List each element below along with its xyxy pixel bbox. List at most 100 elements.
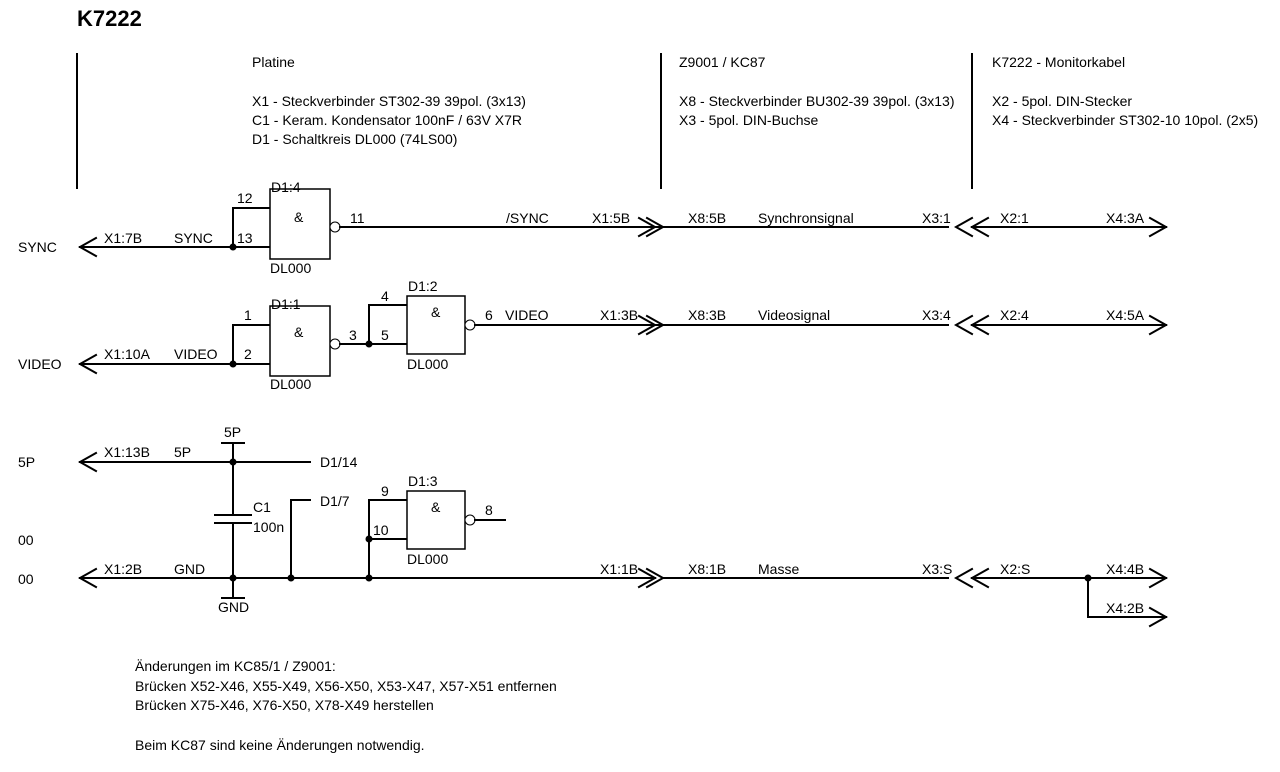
arrow-right-icon [1148,606,1169,628]
connector-pin: X8:3B [688,307,726,323]
connector-chevron-icon [645,216,666,238]
monitorkabel-heading: K7222 - Monitorkabel [992,54,1125,70]
note-line: Brücken X52-X46, X55-X49, X56-X50, X53-X… [135,678,557,694]
gate-type: DL000 [407,551,448,567]
left-label-sync: SYNC [18,239,57,255]
junction-dot [229,360,237,368]
connector-chevron-icon [645,314,666,336]
pin-number: 6 [485,307,493,323]
left-label-00: 00 [18,571,34,587]
gate-type: DL000 [407,356,448,372]
kc87-heading: Z9001 / KC87 [679,54,766,70]
connector-pin: X8:5B [688,210,726,226]
note-line: Änderungen im KC85/1 / Z9001: [135,658,336,674]
pin-number: 8 [485,502,493,518]
signal-name: SYNC [174,230,213,246]
connector-pin: X1:1B [600,561,638,577]
nand-gate-d1-3 [406,490,466,550]
note-line: Brücken X75-X46, X76-X50, X78-X49 herste… [135,697,434,713]
left-label-video: VIDEO [18,356,62,372]
junction-dot [365,535,373,543]
connector-chevron-icon [953,567,974,589]
junction-dot [229,574,237,582]
monitorkabel-line: X4 - Steckverbinder ST302-10 10pol. (2x5… [992,112,1258,128]
sync-row: X1:7B SYNC 12 13 & D1:4 DL000 11 /SYNC X… [77,179,1169,276]
junction-dot [229,243,237,251]
connector-pin: X3:S [922,561,952,577]
signal-name: GND [174,561,205,577]
notes: Änderungen im KC85/1 / Z9001: Brücken X5… [135,658,557,753]
column-kc87: Z9001 / KC87 X8 - Steckverbinder BU302-3… [679,54,954,128]
gate-symbol: & [294,324,304,340]
connector-pin: X2:4 [1000,307,1029,323]
column-platine: Platine X1 - Steckverbinder ST302-39 39p… [252,54,526,147]
junction-dot [365,574,373,582]
platine-line: C1 - Keram. Kondensator 100nF / 63V X7R [252,112,522,128]
nand-gate-d1-1 [269,305,331,377]
gate-type: DL000 [270,376,311,392]
arrow-right-icon [1148,314,1169,336]
arrow-right-icon [1148,216,1169,238]
pin-label: X1:10A [104,346,151,362]
left-label-00: 00 [18,532,34,548]
gate-label: D1:3 [408,473,438,489]
gate-label: D1:1 [271,296,301,312]
junction-dot [287,574,295,582]
pin-number: 1 [244,307,252,323]
pin-label: X1:2B [104,561,142,577]
signal-description: Masse [758,561,799,577]
pin-number: 12 [237,190,253,206]
signal-name: /SYNC [506,210,549,226]
signal-description: Synchronsignal [758,210,854,226]
inverter-bubble-icon [464,319,476,331]
pin-number: 4 [381,288,389,304]
video-row: X1:10A VIDEO 1 2 & D1:1 DL000 3 4 5 & D1… [77,278,1169,392]
arrow-left-icon [969,216,990,238]
arrow-left-icon [77,236,98,258]
arrow-left-icon [969,567,990,589]
pin-label: X1:13B [104,444,150,460]
gate-symbol: & [431,499,441,515]
connector-chevron-icon [953,216,974,238]
kc87-line: X8 - Steckverbinder BU302-39 39pol. (3x1… [679,93,954,109]
gate-symbol: & [431,304,441,320]
arrow-left-icon [77,451,98,473]
left-label-5p: 5P [18,454,35,470]
gate-symbol: & [294,209,304,225]
connector-pin: X2:1 [1000,210,1029,226]
monitorkabel-line: X2 - 5pol. DIN-Stecker [992,93,1132,109]
connector-chevron-icon [637,314,658,336]
connector-pin: X4:5A [1106,307,1145,323]
connector-pin: X2:S [1000,561,1030,577]
gate-label: D1:4 [271,179,301,195]
pin-number: 13 [237,230,253,246]
signal-name: VIDEO [505,307,549,323]
arrow-left-icon [77,353,98,375]
arrow-left-icon [77,567,98,589]
connector-pin: X3:4 [922,307,951,323]
connector-pin: X4:3A [1106,210,1145,226]
inverter-bubble-icon [464,514,476,526]
signal-description: Videosignal [758,307,830,323]
power-section: X1:13B 5P D1/14 5P C1 100n D1/7 9 10 & D… [77,424,1169,628]
inverter-bubble-icon [329,338,341,350]
pin-number: 3 [349,327,357,343]
connector-pin: X4:2B [1106,600,1144,616]
pin-number: 5 [381,327,389,343]
signal-name: VIDEO [174,346,218,362]
nand-gate-d1-2 [406,295,466,355]
vcc-pin-label: D1/14 [320,454,358,470]
schematic-title: K7222 [77,6,142,31]
pin-number: 11 [350,210,365,226]
arrow-right-icon [1148,567,1169,589]
connector-pin: X3:1 [922,210,951,226]
connector-pin: X4:4B [1106,561,1144,577]
kc87-line: X3 - 5pol. DIN-Buchse [679,112,818,128]
connector-chevron-icon [637,567,658,589]
inverter-bubble-icon [329,221,341,233]
connector-pin: X1:5B [592,210,630,226]
connector-chevron-icon [637,216,658,238]
connector-pin: X8:1B [688,561,726,577]
gate-label: D1:2 [408,278,438,294]
